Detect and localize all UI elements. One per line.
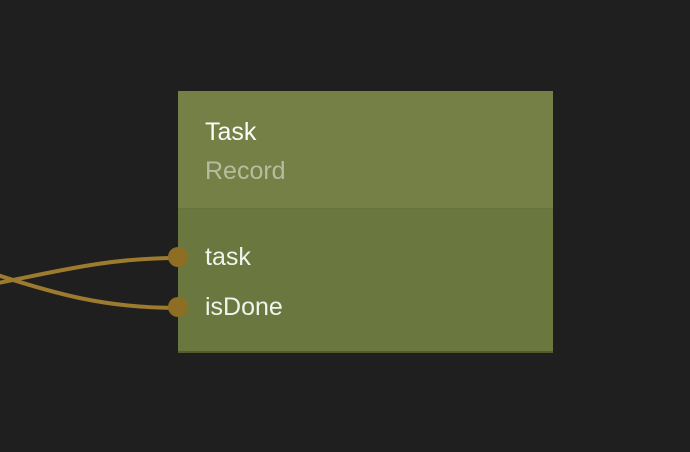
wire-task[interactable]: [0, 256, 180, 285]
wire-isdone[interactable]: [0, 272, 180, 310]
field-label: task: [205, 242, 251, 271]
field-row-isdone: isDone: [168, 282, 553, 332]
node-subtitle: Record: [205, 157, 286, 185]
port-task[interactable]: [168, 247, 188, 267]
node-header: Task Record: [178, 91, 553, 209]
port-isdone[interactable]: [168, 297, 188, 317]
field-row-task: task: [168, 232, 553, 282]
node-body: task isDone: [168, 209, 553, 353]
field-label: isDone: [205, 292, 283, 321]
node-task[interactable]: Task Record task isDone: [168, 91, 553, 353]
node-title: Task: [205, 118, 257, 146]
